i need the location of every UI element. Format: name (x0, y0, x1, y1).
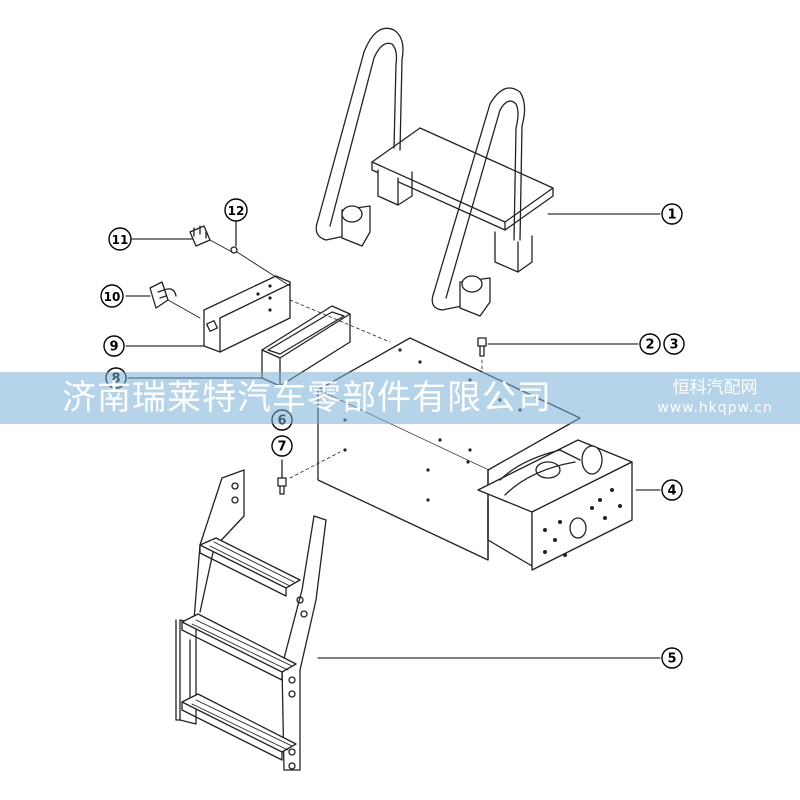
callout-5-circle (661, 647, 683, 669)
part-5-ladder (175, 469, 327, 771)
callout-11-circle (108, 227, 132, 251)
watermark-site-url: www.hkqpw.cn (657, 400, 773, 416)
callout-12: 12 (228, 204, 245, 218)
callout-1: 1 (667, 208, 676, 223)
callout-2: 2 (645, 338, 654, 353)
callout-9: 9 (109, 340, 118, 355)
part-1-handle-assembly (315, 27, 554, 317)
part-12-small-bolt (230, 246, 291, 287)
callout-4-circle (661, 479, 683, 501)
watermark-site: 恒科汽配网 www.hkqpw.cn (640, 378, 790, 418)
part-10-latch (149, 281, 201, 319)
callout-4: 4 (667, 484, 676, 499)
callout-11: 11 (112, 233, 129, 247)
callout-3-circle (663, 333, 685, 355)
watermark-company-name: 济南瑞莱特汽车零部件有限公司 (62, 378, 552, 418)
callout-3: 3 (669, 338, 678, 353)
part-7-pin (277, 451, 341, 495)
callout-7: 7 (277, 440, 286, 455)
watermark-band (0, 372, 800, 424)
callout-1-circle (661, 203, 683, 225)
callout-9-circle (103, 335, 125, 357)
part-11-clip (189, 225, 233, 253)
callout-7-circle (271, 435, 293, 457)
callout-5: 5 (667, 652, 676, 667)
callout-2-circle (639, 333, 661, 355)
watermark-site-name: 恒科汽配网 (672, 378, 758, 398)
callout-12-circle (224, 198, 248, 222)
callout-10: 10 (104, 290, 121, 304)
callout-10-circle (100, 284, 124, 308)
leader-lines (125, 213, 661, 659)
part-8-gasket (261, 305, 351, 387)
